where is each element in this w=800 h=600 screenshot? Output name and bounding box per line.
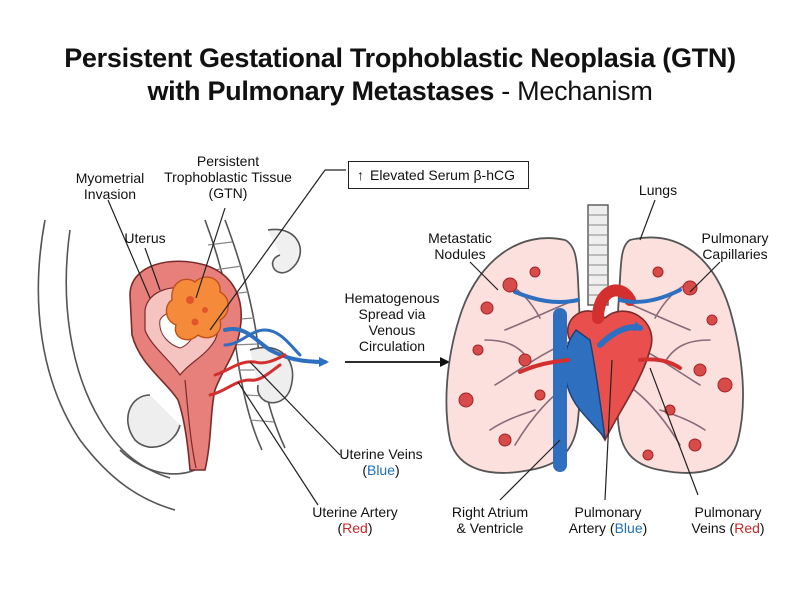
title-line-2-bold: with Pulmonary Metastases — [147, 76, 495, 106]
label-uterus: Uterus — [124, 230, 166, 246]
label-spread-line2: Spread via — [358, 306, 426, 322]
label-nodules-line1: Metastatic — [428, 230, 492, 246]
label-myometrial-invasion: Myometrial Invasion — [68, 170, 152, 202]
label-persistent-line1: Persistent — [196, 153, 260, 169]
pulm-artery-prefix: Artery ( — [568, 520, 615, 536]
metastatic-nodule-group — [458, 266, 733, 461]
title-line-2-rest: - Mechanism — [494, 76, 653, 106]
label-pulmonary-capillaries: Pulmonary Capillaries — [690, 230, 780, 262]
diagram-title: Persistent Gestational Trophoblastic Neo… — [0, 42, 800, 108]
label-pulm-artery-line1: Pulmonary — [574, 504, 642, 520]
label-pulm-veins-line2: Veins (Red) — [678, 520, 778, 536]
label-right-atrium: Right Atrium & Ventricle — [440, 504, 540, 536]
label-myometrial-line1: Myometrial — [75, 170, 145, 186]
label-spread-line4: Circulation — [358, 338, 426, 354]
pelvis-illustration — [37, 219, 301, 511]
arrow-up-icon: ↑ — [357, 167, 364, 183]
paren-open: ( — [337, 520, 343, 536]
color-word-red: Red — [734, 520, 760, 536]
uterine-vessels — [208, 327, 329, 397]
label-metastatic-nodules: Metastatic Nodules — [415, 230, 505, 262]
label-uterine-veins-line2: (Blue) — [326, 462, 436, 478]
label-spread-line1: Hematogenous — [344, 290, 440, 306]
label-uterine-veins-line1: Uterine Veins — [339, 446, 423, 462]
label-spread-line3: Venous — [368, 322, 416, 338]
label-persistent-line3: (GTN) — [208, 185, 248, 201]
color-word-red: Red — [342, 520, 368, 536]
paren-close: ) — [759, 520, 765, 536]
label-uterine-artery: Uterine Artery (Red) — [300, 504, 410, 536]
label-atrium-line2: & Ventricle — [456, 520, 524, 536]
paren-open: ( — [362, 462, 367, 478]
label-uterine-artery-line2: (Red) — [300, 520, 410, 536]
label-capillaries-line1: Pulmonary — [701, 230, 769, 246]
label-pulm-artery-line2: Artery (Blue) — [558, 520, 658, 536]
leader-lines-right — [469, 199, 721, 501]
label-uterine-veins: Uterine Veins (Blue) — [326, 446, 436, 478]
label-capillaries-line2: Capillaries — [702, 246, 768, 262]
label-pulmonary-artery: Pulmonary Artery (Blue) — [558, 504, 658, 536]
label-myometrial-line2: Invasion — [83, 186, 137, 202]
color-word-blue: Blue — [366, 462, 396, 478]
title-line-2: with Pulmonary Metastases - Mechanism — [0, 75, 800, 108]
elevated-hcg-text: Elevated Serum β-hCG — [370, 167, 515, 183]
label-uterine-artery-line1: Uterine Artery — [312, 504, 398, 520]
label-pulmonary-veins: Pulmonary Veins (Red) — [678, 504, 778, 536]
label-lungs: Lungs — [638, 182, 678, 198]
leader-lines-left — [107, 169, 346, 506]
elevated-hcg-box: ↑ Elevated Serum β-hCG — [348, 161, 529, 189]
label-persistent-tissue: Persistent Trophoblastic Tissue (GTN) — [157, 153, 299, 201]
title-line-1: Persistent Gestational Trophoblastic Neo… — [64, 43, 736, 73]
gtn-tumor — [165, 276, 229, 341]
label-hematogenous-spread: Hematogenous Spread via Venous Circulati… — [340, 290, 444, 354]
label-pulm-veins-line1: Pulmonary — [694, 504, 762, 520]
label-atrium-line1: Right Atrium — [451, 504, 529, 520]
paren-close: ) — [642, 520, 648, 536]
label-persistent-line2: Trophoblastic Tissue — [164, 169, 292, 185]
label-nodules-line2: Nodules — [434, 246, 486, 262]
paren-close: ) — [367, 520, 373, 536]
color-word-blue: Blue — [614, 520, 643, 536]
paren-close: ) — [395, 462, 400, 478]
pulm-veins-prefix: Veins ( — [691, 520, 735, 536]
